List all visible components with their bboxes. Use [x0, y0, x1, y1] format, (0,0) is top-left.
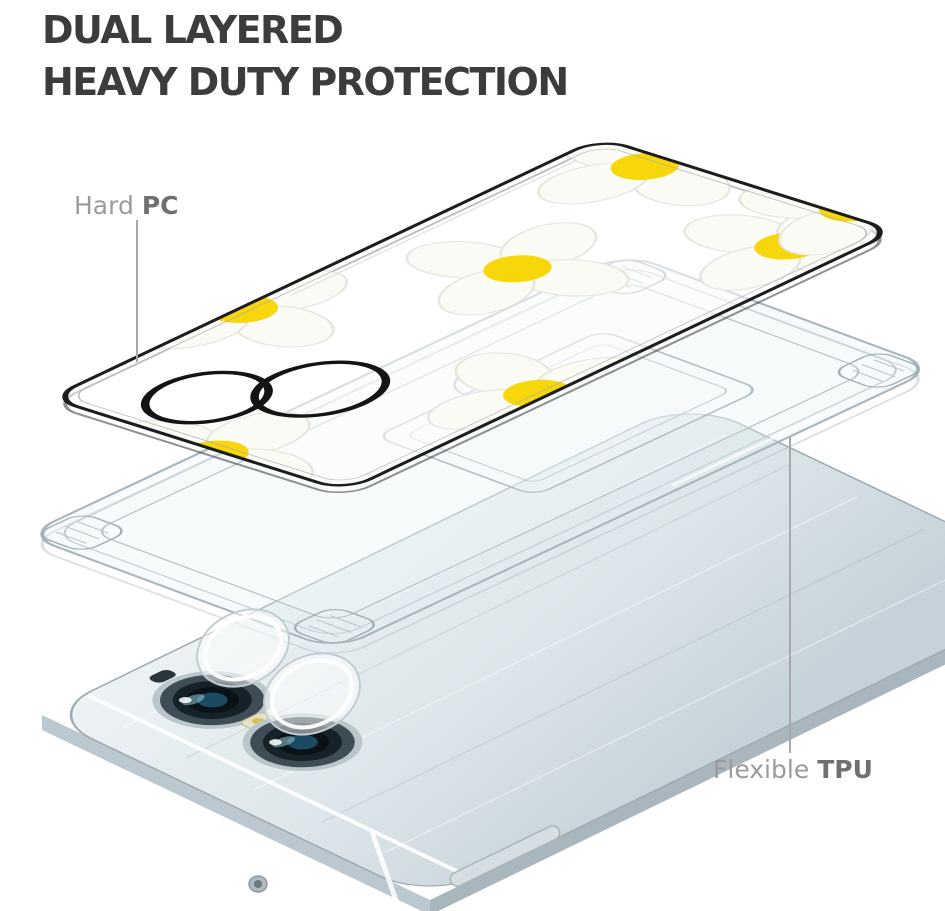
air-cushion-corner [837, 353, 919, 388]
headline-line1: DUAL LAYERED [42, 8, 344, 52]
sim-tray [449, 825, 561, 887]
flexible-tpu-layer [40, 259, 921, 736]
flexible-tpu-label-bold: TPU [817, 755, 873, 784]
headline: DUAL LAYERED HEAVY DUTY PROTECTION [42, 4, 569, 108]
phone-left-edge-face [42, 715, 430, 911]
daisy-flower [405, 222, 630, 316]
headphone-jack-hole [254, 880, 262, 888]
air-cushion-corner [41, 515, 123, 550]
gloss-highlight [669, 408, 837, 487]
headline-line2: HEAVY DUTY PROTECTION [42, 60, 569, 104]
antenna-line [369, 831, 401, 907]
phone-bottom-edge-face [430, 649, 945, 911]
antenna-line [85, 694, 473, 879]
gloss-highlight [289, 160, 577, 296]
plate-border [62, 142, 883, 487]
flexible-tpu-label-light: Flexible [713, 755, 810, 784]
hard-pc-label-bold: PC [141, 191, 179, 220]
camera-lens [242, 713, 363, 771]
air-cushion-corner [293, 609, 375, 644]
plate-inner-line [77, 148, 868, 481]
tpu-camera-cutout [196, 608, 361, 736]
laser-af-sensor [149, 670, 176, 683]
hard-pc-label-light: Hard [74, 191, 134, 220]
camera-cutout [140, 360, 391, 425]
